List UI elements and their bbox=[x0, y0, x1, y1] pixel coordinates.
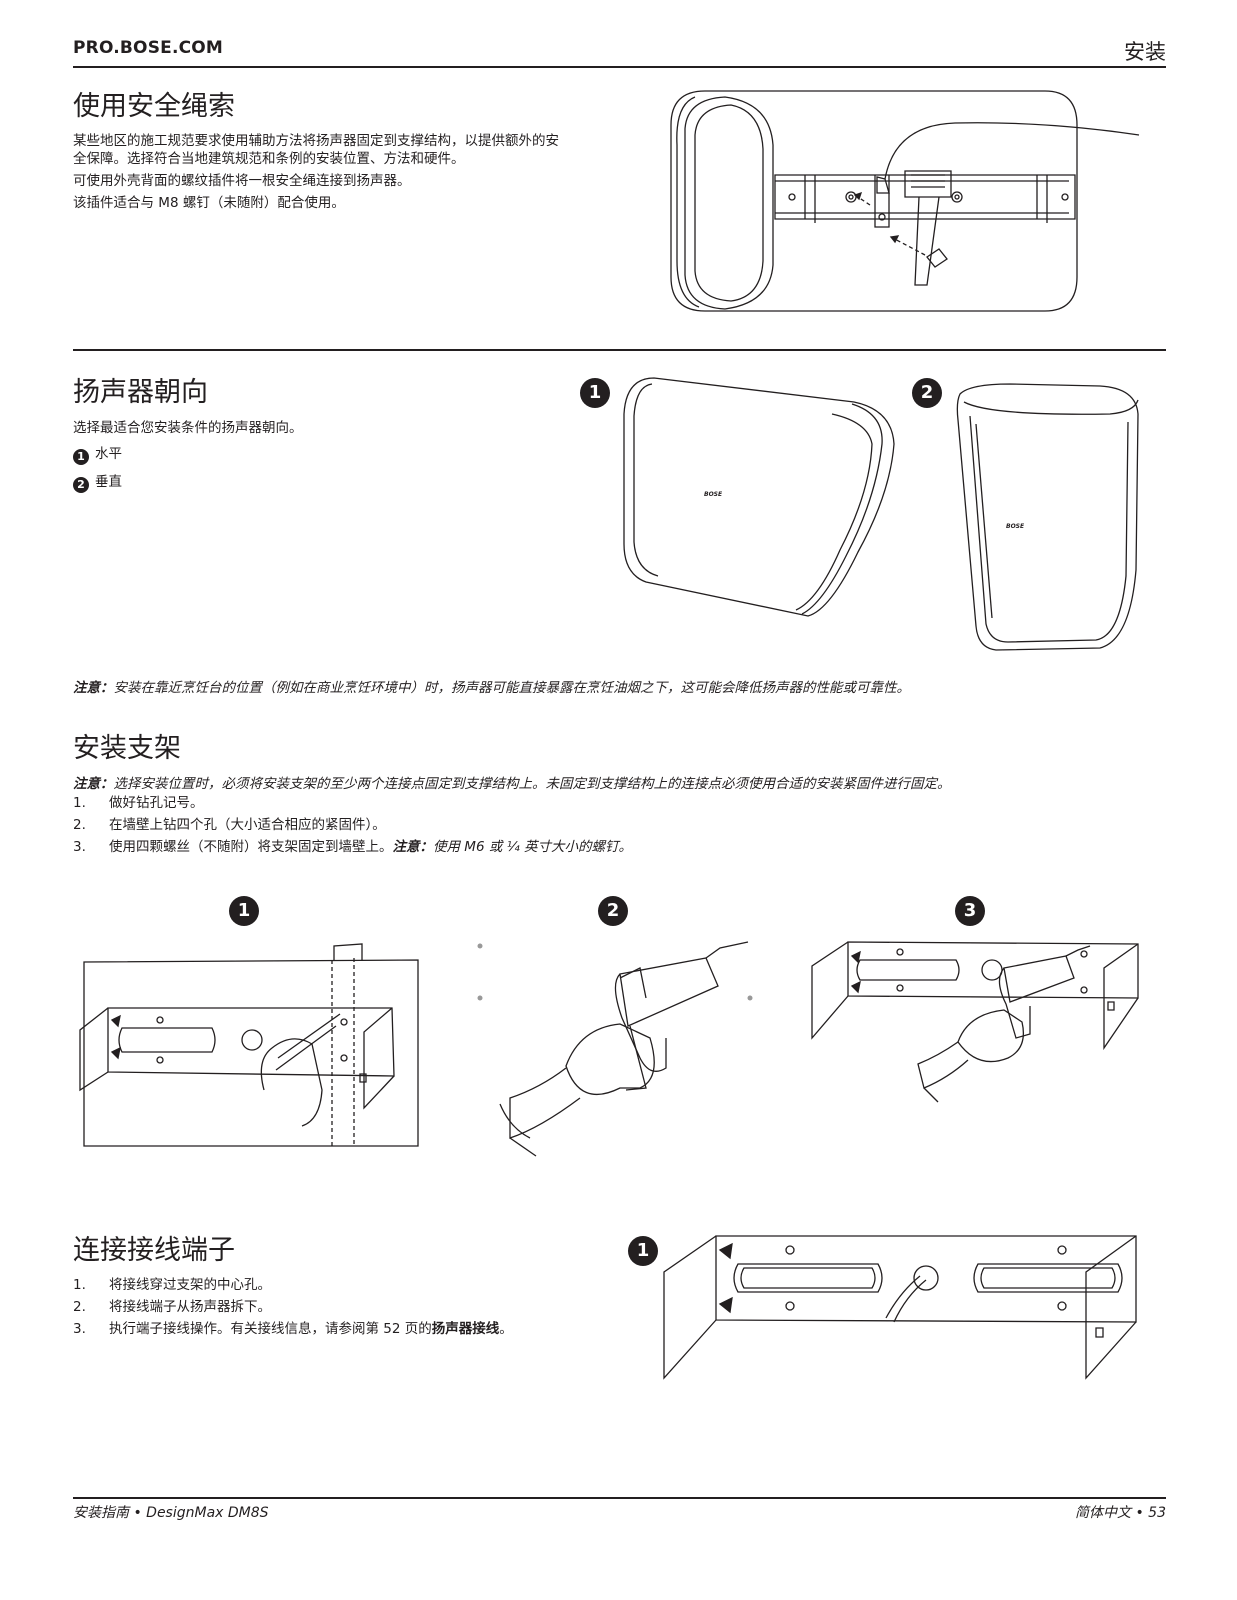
option-label: 垂直 bbox=[95, 474, 122, 490]
note-label: 注意： bbox=[73, 680, 114, 696]
safety-cable-text: 某些地区的施工规范要求使用辅助方法将扬声器固定到支撑结构，以提供额外的安全保障。… bbox=[73, 132, 565, 212]
safety-cable-illustration bbox=[665, 85, 1145, 317]
orientation-title: 扬声器朝向 bbox=[73, 377, 208, 408]
site-url: PRO.BOSE.COM bbox=[73, 38, 224, 58]
bracket-mark-holes-illustration bbox=[72, 940, 422, 1150]
figure-number-badge: 1 bbox=[229, 896, 259, 926]
speaker-wiring-link[interactable]: 扬声器接线 bbox=[431, 1321, 500, 1337]
figure-number-badge: 2 bbox=[912, 378, 942, 408]
orientation-note: 注意：安装在靠近烹饪台的位置（例如在商业烹饪环境中）时，扬声器可能直接暴露在烹饪… bbox=[73, 676, 910, 696]
wiring-title: 连接接线端子 bbox=[73, 1235, 235, 1266]
list-item: 3.执行端子接线操作。有关接线信息，请参阅第 52 页的扬声器接线。 bbox=[73, 1321, 513, 1337]
figure-number-badge: 2 bbox=[598, 896, 628, 926]
bracket-note: 注意：选择安装位置时，必须将安装支架的至少两个连接点固定到支撑结构上。未固定到支… bbox=[73, 772, 951, 792]
note-text: 安装在靠近烹饪台的位置（例如在商业烹饪环境中）时，扬声器可能直接暴露在烹饪油烟之… bbox=[113, 680, 911, 696]
list-item: 1.做好钻孔记号。 bbox=[73, 795, 204, 811]
section-rule-1 bbox=[73, 349, 1166, 351]
section-header: 安装 bbox=[1124, 40, 1166, 64]
figure-number-badge: 3 bbox=[955, 896, 985, 926]
figure-number-badge: 1 bbox=[628, 1236, 658, 1266]
list-item: 2.在墙壁上钻四个孔（大小适合相应的紧固件）。 bbox=[73, 817, 386, 833]
option-number-badge: 1 bbox=[73, 449, 89, 465]
speaker-logo: BOSE bbox=[1006, 523, 1025, 530]
list-item: 1.将接线穿过支架的中心孔。 bbox=[73, 1277, 271, 1293]
footer-rule bbox=[73, 1497, 1166, 1499]
orientation-option-1: 1 水平 bbox=[73, 445, 122, 465]
option-label: 水平 bbox=[95, 446, 122, 462]
speaker-horizontal-illustration: BOSE bbox=[618, 374, 900, 620]
safety-cable-paragraph-2: 可使用外壳背面的螺纹插件将一根安全绳连接到扬声器。 bbox=[73, 173, 411, 189]
safety-cable-title: 使用安全绳索 bbox=[73, 91, 235, 122]
wiring-steps: 1.将接线穿过支架的中心孔。 2.将接线端子从扬声器拆下。 3.执行端子接线操作… bbox=[73, 1274, 513, 1340]
list-item: 2.将接线端子从扬声器拆下。 bbox=[73, 1299, 271, 1315]
header-rule bbox=[73, 66, 1166, 68]
figure-number-badge: 1 bbox=[580, 378, 610, 408]
speaker-vertical-illustration: BOSE bbox=[950, 380, 1142, 656]
bracket-fasten-illustration bbox=[808, 938, 1144, 1108]
bracket-title: 安装支架 bbox=[73, 733, 181, 764]
safety-cable-paragraph-1: 某些地区的施工规范要求使用辅助方法将扬声器固定到支撑结构，以提供额外的安全保障。… bbox=[73, 133, 559, 167]
bracket-steps: 1.做好钻孔记号。 2.在墙壁上钻四个孔（大小适合相应的紧固件）。 3.使用四颗… bbox=[73, 792, 632, 858]
option-number-badge: 2 bbox=[73, 477, 89, 493]
list-item: 3.使用四颗螺丝（不随附）将支架固定到墙壁上。注意：使用 M6 或 ¼ 英寸大小… bbox=[73, 839, 632, 855]
note-label: 注意： bbox=[392, 839, 434, 855]
note-label: 注意： bbox=[73, 776, 114, 792]
safety-cable-paragraph-3: 该插件适合与 M8 螺钉（未随附）配合使用。 bbox=[73, 195, 345, 211]
note-text: 使用 M6 或 ¼ 英寸大小的螺钉。 bbox=[433, 839, 632, 855]
note-text: 选择安装位置时，必须将安装支架的至少两个连接点固定到支撑结构上。未固定到支撑结构… bbox=[113, 776, 951, 792]
bracket-wire-illustration bbox=[660, 1232, 1142, 1382]
speaker-logo: BOSE bbox=[704, 491, 723, 498]
footer-doc-title: 安装指南 • DesignMax DM8S bbox=[73, 1505, 269, 1521]
orientation-option-2: 2 垂直 bbox=[73, 473, 122, 493]
orientation-intro: 选择最适合您安装条件的扬声器朝向。 bbox=[73, 420, 303, 436]
drill-holes-illustration bbox=[477, 938, 753, 1158]
footer-page-number: 简体中文 • 53 bbox=[1075, 1505, 1166, 1521]
